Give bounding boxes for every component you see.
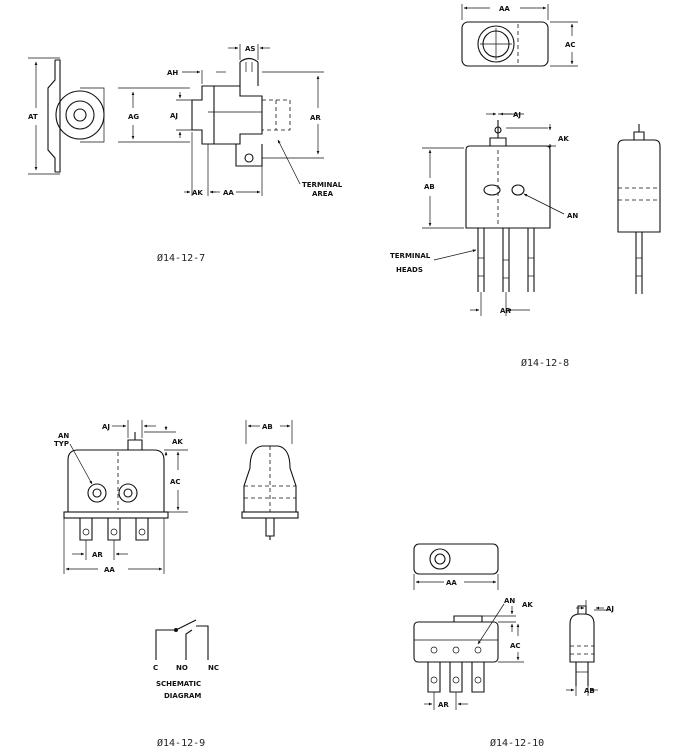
side-view <box>241 445 299 540</box>
dim-label-aj: AJ <box>102 423 110 431</box>
mounting-bracket <box>47 59 61 173</box>
schematic-title-2: DIAGRAM <box>164 692 201 700</box>
dim-label-ak: AK <box>192 189 203 197</box>
round-relay-body <box>55 87 105 143</box>
figure-14-12-7: AT AG AS AH <box>28 44 343 264</box>
dim-label-ar: AR <box>92 551 103 559</box>
dim-label-aa: AA <box>223 189 234 197</box>
figure-14-12-8: AA AC AJ AK <box>390 4 661 369</box>
figure-caption: Ø14-12-8 <box>521 357 569 369</box>
figure-caption: Ø14-12-10 <box>490 737 544 749</box>
schematic-label-c: C <box>153 664 158 672</box>
dim-label-ar: AR <box>438 701 449 709</box>
top-view <box>461 21 549 67</box>
side-view <box>617 124 661 294</box>
dim-label-ar: AR <box>310 114 321 122</box>
schematic-label-no: NO <box>176 664 188 672</box>
dim-label-an: AN <box>58 432 69 440</box>
schematic-title-1: SCHEMATIC <box>156 680 201 688</box>
dim-label-ar: AR <box>500 307 511 315</box>
dim-label-aj: AJ <box>170 112 178 120</box>
schematic-label-nc: NC <box>208 664 219 672</box>
dim-label-ac: AC <box>170 478 181 486</box>
dim-label-an: AN <box>504 597 515 605</box>
note-terminal-heads-2: HEADS <box>396 266 423 274</box>
dim-label-ak: AK <box>558 135 569 143</box>
schematic-diagram: C NO NC SCHEMATIC DIAGRAM <box>153 619 219 700</box>
dim-label-ah: AH <box>167 69 178 77</box>
dim-label-ab: AB <box>424 183 435 191</box>
dim-label-aj: AJ <box>606 605 614 613</box>
note-terminal-area-1: TERMINAL <box>302 181 343 189</box>
dim-label-aa: AA <box>499 5 510 13</box>
dim-label-ab: AB <box>584 687 595 695</box>
dim-label-ak: AK <box>522 601 533 609</box>
dim-label-ab: AB <box>262 423 273 431</box>
dim-label-ac: AC <box>565 41 576 49</box>
side-view <box>569 605 595 686</box>
side-view-body <box>191 85 291 145</box>
figure-caption: Ø14-12-9 <box>157 737 205 749</box>
front-view <box>63 432 169 541</box>
figure-14-12-9: AN TYP AJ AK AC AR AA <box>54 420 299 749</box>
dim-label-aa: AA <box>104 566 115 574</box>
dim-label-typ: TYP <box>54 440 69 448</box>
dim-label-ak: AK <box>172 438 183 446</box>
dim-label-aa: AA <box>446 579 457 587</box>
note-terminal-heads-1: TERMINAL <box>390 252 431 260</box>
dim-label-an: AN <box>567 212 578 220</box>
dim-label-ac: AC <box>510 642 521 650</box>
dim-label-ag: AG <box>128 113 139 121</box>
note-terminal-area-2: AREA <box>312 190 334 198</box>
terminal-tab <box>235 57 263 167</box>
figure-14-12-10: AA AN AK AC AR <box>413 543 614 749</box>
dim-label-at: AT <box>28 113 38 121</box>
top-view <box>413 543 499 575</box>
figure-caption: Ø14-12-7 <box>157 252 205 264</box>
dim-label-aj: AJ <box>513 111 521 119</box>
front-view <box>413 615 499 693</box>
dim-label-as: AS <box>245 45 255 53</box>
